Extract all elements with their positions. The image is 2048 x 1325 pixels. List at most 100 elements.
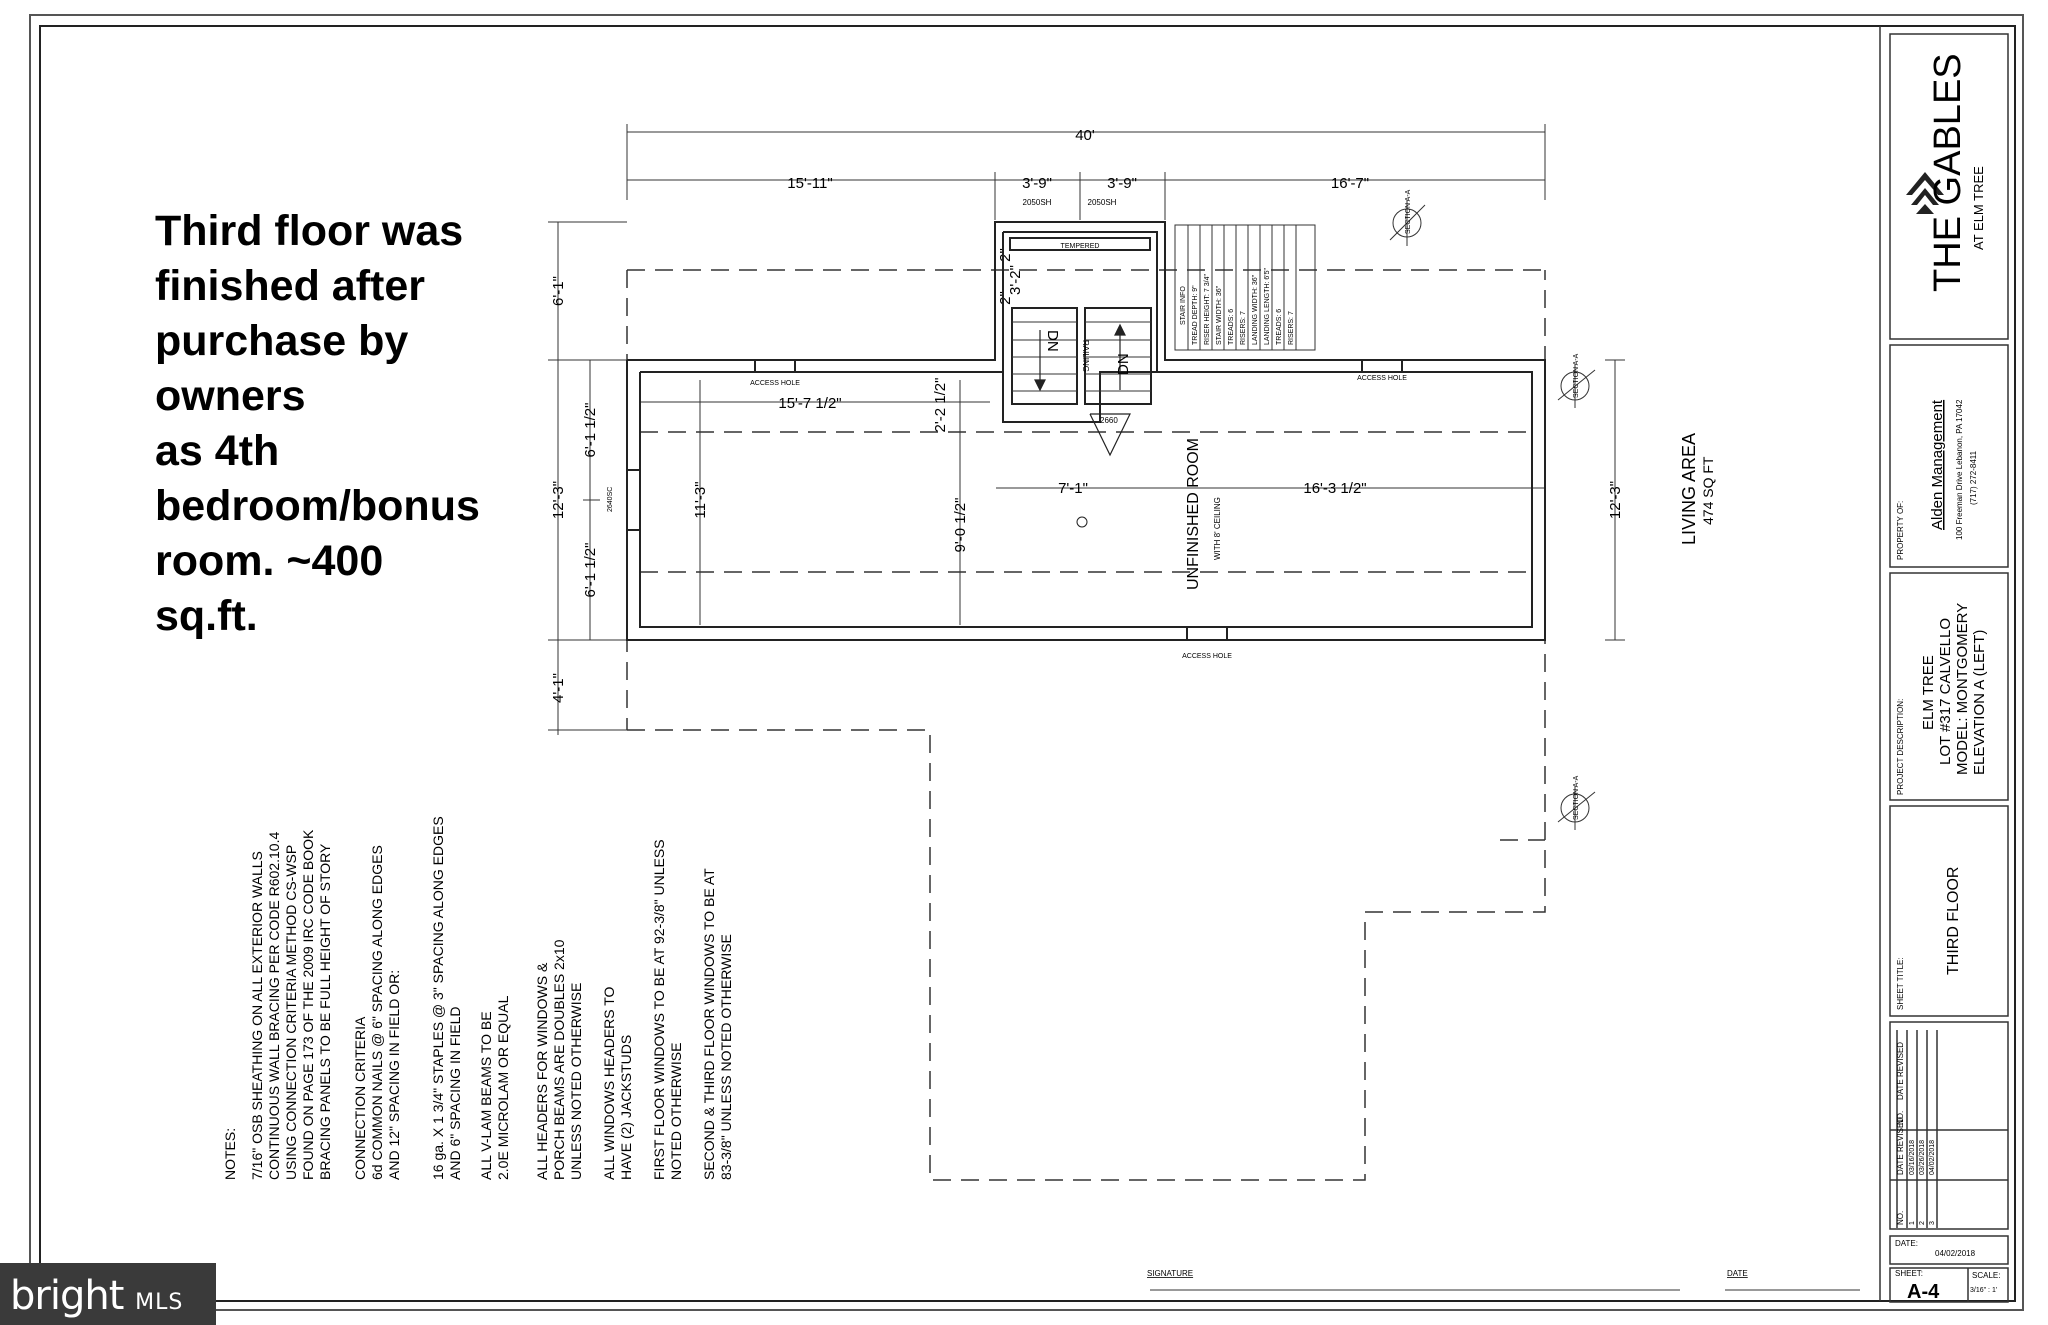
door-label: 2660 bbox=[1100, 416, 1118, 425]
window-label-1: 2050SH bbox=[1023, 198, 1052, 207]
note-line-18: PORCH BEAMS ARE DOUBLES 2x10 bbox=[551, 939, 567, 1180]
note-line-14: ALL V-LAM BEAMS TO BE bbox=[478, 1011, 494, 1180]
note-line-2: CONTINUOUS WALL BRACING PER CODE R602.10… bbox=[266, 832, 282, 1180]
access-hole-3: ACCESS HOLE bbox=[1182, 653, 1232, 660]
rev-date-1: 03/16/2018 bbox=[1909, 1140, 1916, 1175]
watermark-suffix: MLS bbox=[135, 1290, 184, 1315]
brand-title: THE GABLES bbox=[1927, 53, 1969, 292]
gables-logo-icon bbox=[1906, 172, 1944, 214]
dim-room-width-2: 16'-3 1/2" bbox=[1303, 480, 1366, 497]
stair-info-0: STAIR INFO bbox=[1180, 286, 1187, 325]
stair-info-9: RISERS: 7 bbox=[1288, 311, 1295, 345]
dim-overall: 40' bbox=[1075, 127, 1095, 144]
stair-info-4: TREADS: 6 bbox=[1228, 309, 1235, 345]
stair-info-5: RISERS: 7 bbox=[1240, 311, 1247, 345]
dim-mid-height: 9'-0 1/2" bbox=[952, 498, 969, 553]
overlay-line-1: Third floor was bbox=[155, 207, 463, 255]
railing-label: RAILING bbox=[1081, 340, 1090, 372]
stair-dn-1: DN bbox=[1044, 330, 1061, 352]
section-label-1: SECTION A-A bbox=[1405, 189, 1412, 234]
note-line-1: 7/16" OSB SHEATHING ON ALL EXTERIOR WALL… bbox=[249, 851, 265, 1180]
dim-seg3: 3'-9" bbox=[1107, 175, 1137, 192]
stair-treads bbox=[1012, 321, 1151, 392]
section-marker-icon bbox=[1389, 200, 1426, 246]
company-address: 100 Freeman Drive Lebanon, PA 17042 bbox=[1955, 399, 1964, 540]
stair-info-6: LANDING WIDTH: 36" bbox=[1252, 274, 1259, 345]
property-of-label: PROPERTY OF: bbox=[1896, 501, 1905, 560]
scale-label: SCALE: bbox=[1972, 1271, 2000, 1280]
stair-arrow-icon bbox=[1034, 323, 1126, 392]
living-area-label: LIVING AREA bbox=[1679, 433, 1699, 545]
rev-date-3: 04/02/2018 bbox=[1929, 1140, 1936, 1175]
date-label-sig: DATE bbox=[1727, 1269, 1748, 1278]
note-line-19: UNLESS NOTED OTHERWISE bbox=[568, 983, 584, 1180]
note-line-5: BRACING PANELS TO BE FULL HEIGHT OF STOR… bbox=[317, 843, 333, 1180]
floor-walls bbox=[626, 221, 1546, 641]
revisions-date-label: DATE REVISED bbox=[1896, 1117, 1905, 1175]
signature-label: SIGNATURE bbox=[1147, 1269, 1193, 1278]
project-line-4: ELEVATION A (LEFT) bbox=[1971, 630, 1988, 775]
sheet-title-label: SHEET TITLE: bbox=[1896, 957, 1905, 1010]
rev-number-2: 2 bbox=[1919, 1221, 1926, 1225]
section-label-2: SECTION A-A bbox=[1573, 353, 1580, 398]
stair-info-table bbox=[1174, 224, 1316, 351]
note-line-24: FIRST FLOOR WINDOWS TO BE AT 92-3/8" UNL… bbox=[651, 839, 667, 1180]
dim-inner-height: 11'-3" bbox=[692, 481, 709, 518]
title-block bbox=[1879, 26, 2009, 1303]
note-line-0: NOTES: bbox=[222, 1128, 238, 1180]
dim-stair-3-2: 3'-2" bbox=[1007, 265, 1024, 295]
brand-subtitle: AT ELM TREE bbox=[1971, 166, 1986, 250]
overlay-line-5: as 4th bbox=[155, 427, 279, 475]
note-line-21: ALL WINDOWS HEADERS TO bbox=[601, 986, 617, 1180]
window-left-label: 2640SC bbox=[607, 487, 614, 512]
notes-block: NOTES: 7/16" OSB SHEATHING ON ALL EXTERI… bbox=[222, 816, 734, 1180]
note-line-8: 6d COMMON NAILS @ 6" SPACING ALONG EDGES bbox=[369, 845, 385, 1180]
stair-info-3: STAIR WIDTH: 36" bbox=[1216, 285, 1223, 345]
dim-room-width-1: 7'-1" bbox=[1058, 480, 1088, 497]
sheet-border-outer bbox=[29, 14, 2024, 1311]
door-icon bbox=[1089, 413, 1131, 457]
project-line-1: ELM TREE bbox=[1920, 655, 1937, 730]
dim-left-bottom: 4'-1" bbox=[550, 673, 567, 703]
rev-number-3: 3 bbox=[1929, 1221, 1936, 1225]
dashed-outline bbox=[626, 269, 1546, 1181]
stair-info-7: LANDING LENGTH: 6'5" bbox=[1264, 268, 1271, 345]
rev-number-1: 1 bbox=[1909, 1221, 1916, 1225]
section-marker-icon bbox=[1557, 364, 1596, 408]
ceiling-note: WITH 8' CEILING bbox=[1213, 497, 1222, 560]
dim-seg4: 16'-7" bbox=[1331, 175, 1369, 192]
dim-stair-gap: 2'-2 1/2" bbox=[932, 378, 949, 433]
note-line-25: NOTED OTHERWISE bbox=[668, 1043, 684, 1180]
tempered-label: TEMPERED bbox=[1061, 243, 1100, 250]
dim-stair-2: 2" bbox=[997, 248, 1014, 262]
section-label-3: SECTION A-A bbox=[1573, 775, 1580, 820]
access-hole-1: ACCESS HOLE bbox=[750, 380, 800, 387]
company-phone: (717) 272-8411 bbox=[1969, 450, 1978, 505]
no-label: NO. bbox=[1896, 1111, 1905, 1125]
note-line-7: CONNECTION CRITERIA bbox=[352, 1016, 368, 1180]
overlay-line-4: owners bbox=[155, 372, 306, 420]
company-name: Alden Management bbox=[1929, 399, 1946, 530]
date-label: DATE: bbox=[1895, 1239, 1918, 1248]
dim-left-b: 6'-1 1/2" bbox=[582, 543, 599, 598]
sheet-label: SHEET: bbox=[1895, 1269, 1923, 1278]
sheet-number: A-4 bbox=[1907, 1281, 1940, 1303]
note-line-27: SECOND & THIRD FLOOR WINDOWS TO BE AT bbox=[701, 868, 717, 1180]
overlay-line-2: finished after bbox=[155, 262, 425, 310]
scale-value: 3/16" : 1' bbox=[1970, 1287, 1997, 1294]
dim-left-a: 6'-1 1/2" bbox=[582, 403, 599, 458]
access-hole-2: ACCESS HOLE bbox=[1357, 375, 1407, 382]
dim-left-mid: 12'-3" bbox=[550, 481, 567, 519]
note-line-17: ALL HEADERS FOR WINDOWS & bbox=[534, 962, 550, 1180]
overlay-line-7: room. ~400 bbox=[155, 537, 383, 585]
stair-info-2: RISER HEIGHT: 7 3/4" bbox=[1204, 274, 1211, 345]
sheet-border-inner bbox=[39, 25, 2016, 1302]
stair-info-8: TREADS: 6 bbox=[1276, 309, 1283, 345]
project-description-label: PROJECT DESCRIPTION: bbox=[1896, 699, 1905, 795]
dim-seg2: 3'-9" bbox=[1022, 175, 1052, 192]
note-line-15: 2.0E MICROLAM OR EQUAL bbox=[495, 995, 511, 1180]
revisions-no-label: NO. bbox=[1896, 1211, 1905, 1225]
dimension-lines bbox=[548, 124, 1625, 735]
overlay-line-3: purchase by bbox=[155, 317, 408, 365]
